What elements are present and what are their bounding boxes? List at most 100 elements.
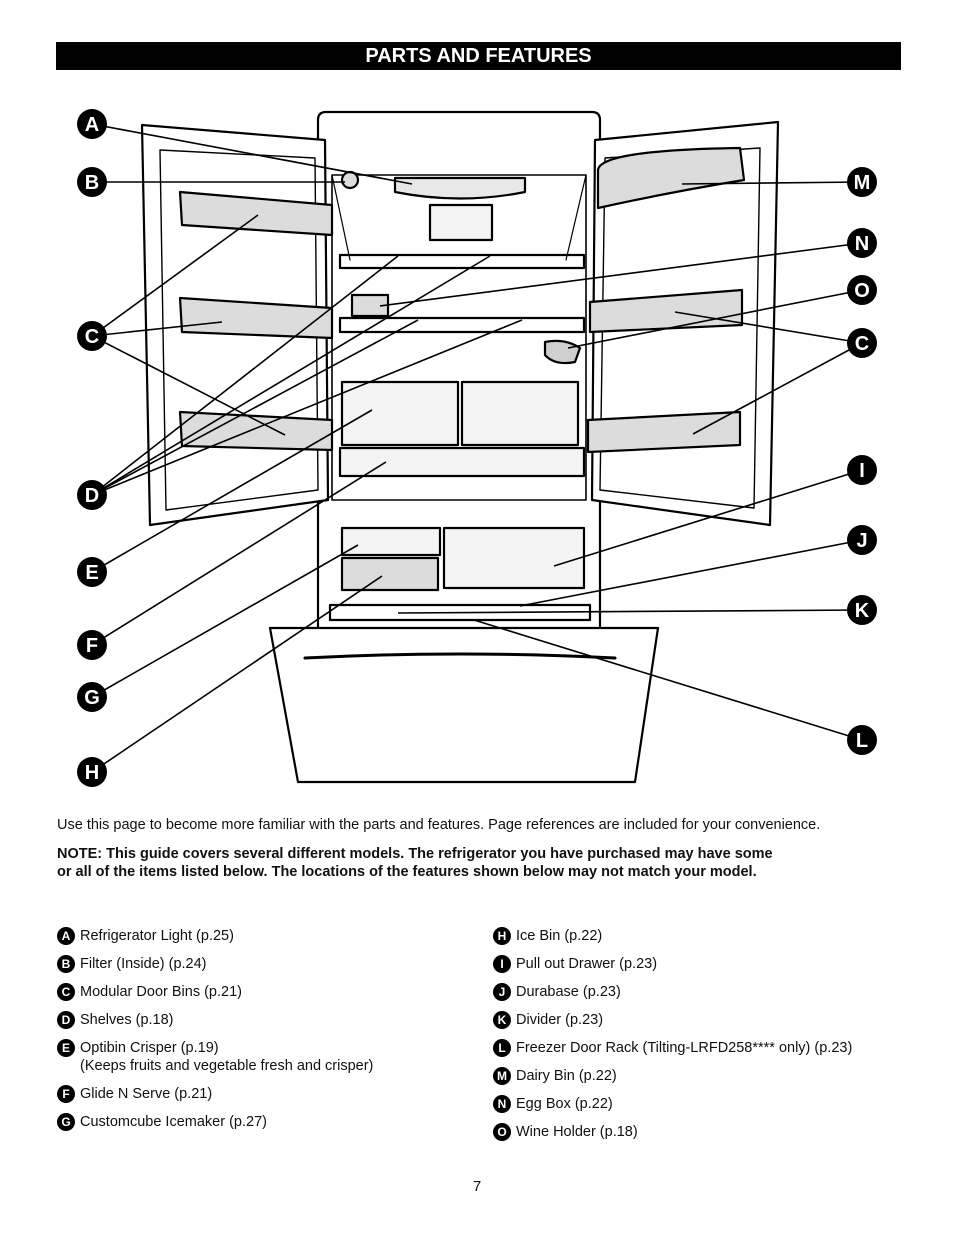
legend-item-k: K Divider (p.23)	[493, 1011, 913, 1029]
legend-text: Optibin Crisper (p.19)	[80, 1040, 219, 1056]
svg-text:F: F	[86, 635, 98, 657]
svg-text:C: C	[85, 326, 99, 348]
callout-E: E	[77, 557, 107, 587]
legend-item-l: L Freezer Door Rack (Tilting-LRFD258****…	[493, 1039, 913, 1057]
svg-text:M: M	[854, 172, 871, 194]
legend-text: Filter (Inside) (p.24)	[80, 956, 207, 972]
refrigerator-diagram: A B C D E F G H M N O C I J K L	[77, 109, 877, 787]
svg-text:J: J	[856, 530, 867, 552]
svg-text:G: G	[84, 687, 100, 709]
pull-out-drawer	[442, 526, 586, 590]
legend-item-h: H Ice Bin (p.22)	[493, 927, 913, 945]
crisper-right	[460, 380, 580, 447]
legend-text-group: Optibin Crisper (p.19) (Keeps fruits and…	[80, 1039, 373, 1075]
callout-G: G	[77, 682, 107, 712]
cabinet-interior	[331, 174, 587, 501]
legend-item-m: M Dairy Bin (p.22)	[493, 1067, 913, 1085]
callout-B: B	[77, 167, 107, 197]
legend-text: Refrigerator Light (p.25)	[80, 928, 234, 944]
callout-C-left: C	[77, 321, 107, 351]
callout-D: D	[77, 480, 107, 510]
svg-text:A: A	[85, 114, 99, 136]
dairy-bin	[596, 146, 746, 210]
legend-text: Customcube Icemaker (p.27)	[80, 1114, 267, 1130]
durabase	[328, 603, 592, 622]
letter-badge: B	[57, 955, 75, 973]
callout-I: I	[847, 455, 877, 485]
filter-housing	[428, 203, 494, 242]
svg-text:B: B	[85, 172, 99, 194]
legend-item-i: I Pull out Drawer (p.23)	[493, 955, 913, 973]
letter-badge: E	[57, 1039, 75, 1057]
legend-item-o: O Wine Holder (p.18)	[493, 1123, 913, 1141]
letter-badge: I	[493, 955, 511, 973]
legend-text: Ice Bin (p.22)	[516, 928, 603, 944]
legend-left: A Refrigerator Light (p.25) B Filter (In…	[57, 927, 477, 1141]
legend-item-g: G Customcube Icemaker (p.27)	[57, 1113, 477, 1131]
legend-item-e: E Optibin Crisper (p.19) (Keeps fruits a…	[57, 1039, 477, 1075]
freezer-door	[268, 626, 660, 784]
legend-item-b: B Filter (Inside) (p.24)	[57, 955, 477, 973]
icemaker	[340, 526, 442, 557]
letter-badge: M	[493, 1067, 511, 1085]
legend-text: Durabase (p.23)	[516, 984, 621, 1000]
letter-badge: O	[493, 1123, 511, 1141]
legend-text: Shelves (p.18)	[80, 1012, 174, 1028]
callout-J: J	[847, 525, 877, 555]
letter-badge: F	[57, 1085, 75, 1103]
svg-text:K: K	[855, 600, 870, 622]
legend-item-a: A Refrigerator Light (p.25)	[57, 927, 477, 945]
callout-L: L	[847, 725, 877, 755]
svg-text:L: L	[856, 730, 868, 752]
svg-text:D: D	[85, 485, 99, 507]
left-door-bin-3	[178, 410, 334, 452]
legend-text: Dairy Bin (p.22)	[516, 1068, 617, 1084]
shelf-lower	[338, 316, 586, 334]
crisper-left	[340, 380, 460, 447]
callout-C-right: C	[847, 328, 877, 358]
callout-M: M	[847, 167, 877, 197]
legend-text: Wine Holder (p.18)	[516, 1124, 638, 1140]
note-text: NOTE: This guide covers several differen…	[57, 845, 857, 881]
left-door-bin-2	[178, 296, 334, 340]
legend-text: Egg Box (p.22)	[516, 1096, 613, 1112]
legend-item-f: F Glide N Serve (p.21)	[57, 1085, 477, 1103]
egg-box	[350, 293, 390, 318]
svg-text:O: O	[854, 280, 870, 302]
letter-badge: G	[57, 1113, 75, 1131]
wine-holder	[543, 339, 582, 365]
callout-N: N	[847, 228, 877, 258]
note-line-2: or all of the items listed below. The lo…	[57, 864, 757, 880]
legend-text: Glide N Serve (p.21)	[80, 1086, 213, 1102]
svg-text:C: C	[855, 333, 869, 355]
page-number: 7	[472, 1178, 482, 1195]
letter-badge: K	[493, 1011, 511, 1029]
letter-badge: J	[493, 983, 511, 1001]
glide-n-serve	[338, 446, 586, 478]
letter-badge: A	[57, 927, 75, 945]
legend-text: Freezer Door Rack (Tilting-LRFD258**** o…	[516, 1040, 853, 1056]
shelf-upper	[338, 253, 586, 270]
callout-A: A	[77, 109, 107, 139]
letter-badge: N	[493, 1095, 511, 1113]
svg-text:N: N	[855, 233, 869, 255]
callout-O: O	[847, 275, 877, 305]
callout-H: H	[77, 757, 107, 787]
callout-K: K	[847, 595, 877, 625]
svg-text:H: H	[85, 762, 99, 784]
svg-text:I: I	[859, 460, 865, 482]
letter-badge: H	[493, 927, 511, 945]
letter-badge: C	[57, 983, 75, 1001]
page-title: PARTS AND FEATURES	[56, 42, 901, 70]
callout-F: F	[77, 630, 107, 660]
legend-item-d: D Shelves (p.18)	[57, 1011, 477, 1029]
svg-text:E: E	[85, 562, 98, 584]
left-door-bin-1	[178, 190, 334, 237]
letter-badge: D	[57, 1011, 75, 1029]
legend-subtext: (Keeps fruits and vegetable fresh and cr…	[80, 1058, 374, 1074]
letter-badge: L	[493, 1039, 511, 1057]
right-door-bin-2	[586, 410, 742, 454]
legend-item-j: J Durabase (p.23)	[493, 983, 913, 1001]
legend-item-n: N Egg Box (p.22)	[493, 1095, 913, 1113]
legend-item-c: C Modular Door Bins (p.21)	[57, 983, 477, 1001]
